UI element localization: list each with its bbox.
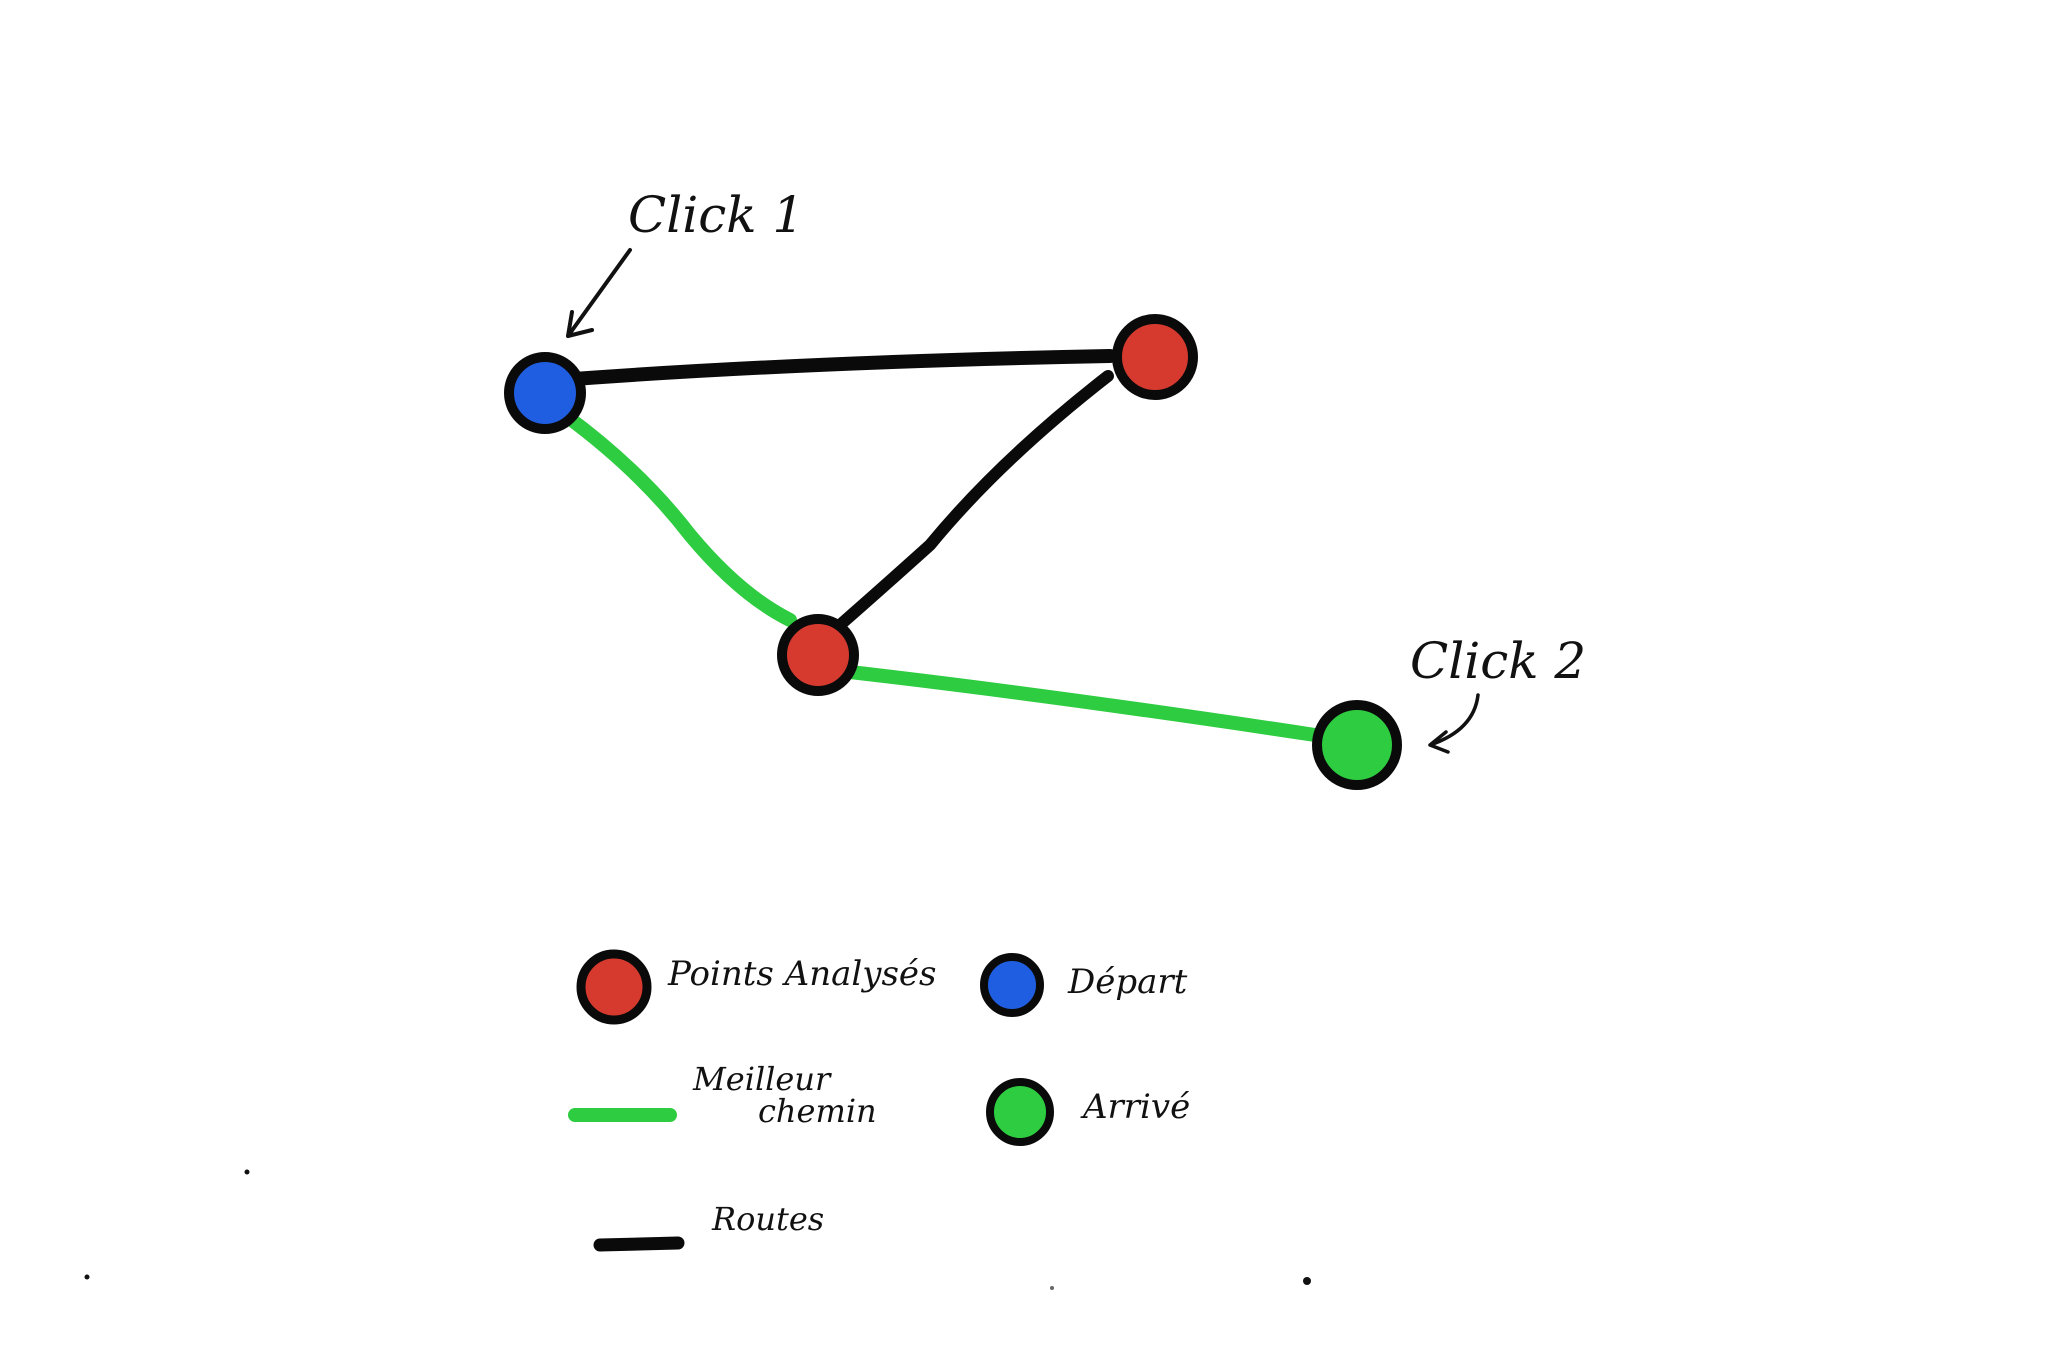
road-top-node-to-middle-node [834, 370, 1114, 631]
stray-dot [84, 1274, 90, 1280]
road-start-to-top-node [553, 349, 1117, 387]
click1-label: Click 1 [628, 186, 804, 244]
legend-road-swatch [593, 1236, 685, 1252]
legend-arrival-label: Arrivé [1080, 1087, 1190, 1127]
stray-dot [244, 1169, 250, 1175]
arrival-node[interactable] [1312, 700, 1402, 790]
legend-road-label: Routes [711, 1200, 824, 1238]
stray-dot [1303, 1277, 1311, 1285]
click1-arrow-icon [566, 248, 632, 338]
start-node[interactable] [504, 352, 586, 434]
legend-start-swatch [980, 953, 1044, 1017]
legend-best-path-label-1: Meilleur [692, 1060, 832, 1098]
analyzed-node-top[interactable] [1112, 314, 1198, 400]
legend: Points Analysés Départ Meilleur chemin A… [568, 949, 1190, 1252]
legend-arrival-swatch [986, 1078, 1054, 1146]
legend-analyzed-swatch [576, 949, 652, 1025]
click2-label: Click 2 [1410, 632, 1586, 690]
best-path-start-to-middle-node [558, 408, 797, 627]
best-path-middle-node-to-arrival [843, 665, 1322, 742]
legend-analyzed-label: Points Analysés [667, 954, 936, 994]
legend-best-path-label-2: chemin [758, 1092, 877, 1130]
stray-dot [1050, 1286, 1054, 1290]
legend-start-label: Départ [1067, 962, 1188, 1002]
click2-arrow-icon [1428, 693, 1480, 754]
analyzed-node-middle[interactable] [777, 614, 859, 696]
